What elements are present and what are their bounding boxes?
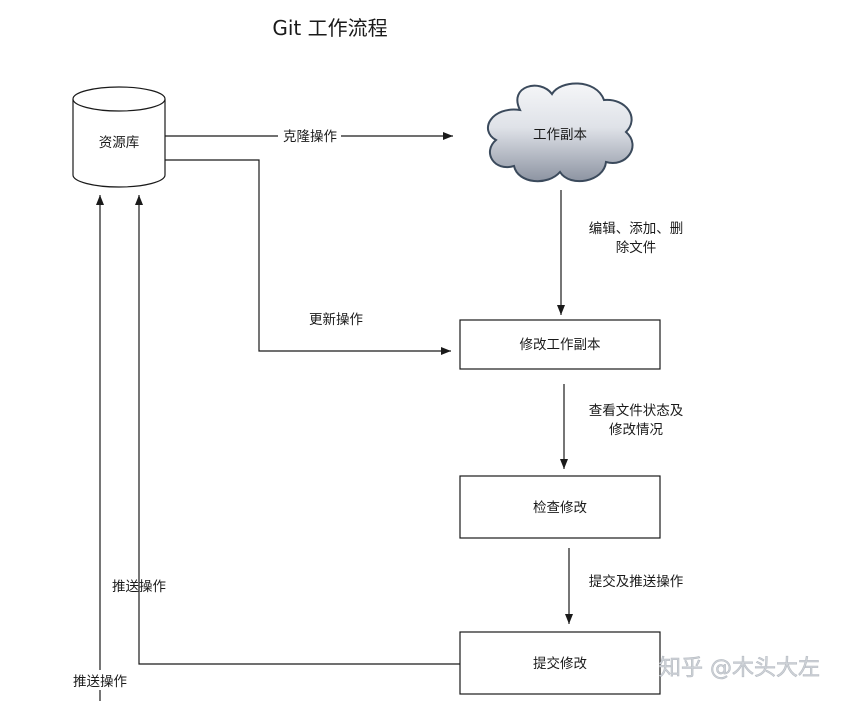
repository-node: 资源库 — [72, 86, 166, 188]
edit-edge-label-line1: 编辑、添加、删 — [589, 221, 684, 237]
update-edge: 更新操作 — [165, 159, 451, 355]
status-edge-label-line1: 查看文件状态及 — [589, 403, 684, 419]
working-copy-cloud-node: 工作副本 — [487, 82, 634, 183]
clone-edge: 克隆操作 — [165, 129, 453, 145]
edit-edge-label-line2: 除文件 — [616, 240, 657, 256]
status-edge: 查看文件状态及 修改情况 — [560, 384, 684, 469]
modify-working-copy-box — [459, 319, 661, 370]
commit-changes-label: 提交修改 — [533, 655, 587, 672]
clone-edge-label: 克隆操作 — [283, 129, 337, 145]
modify-working-copy-node: 修改工作副本 — [459, 319, 661, 370]
repository-cylinder-shape — [72, 99, 166, 188]
edit-edge: 编辑、添加、删 除文件 — [557, 190, 684, 315]
review-changes-box — [459, 475, 661, 539]
push-inner-edge-label: 推送操作 — [112, 579, 166, 595]
review-changes-node: 检查修改 — [459, 475, 661, 539]
modify-working-copy-label: 修改工作副本 — [520, 337, 601, 353]
repository-label: 资源库 — [99, 135, 140, 151]
update-edge-label: 更新操作 — [309, 312, 363, 328]
commit-push-edge: 提交及推送操作 — [565, 548, 684, 624]
update-arrow-line — [165, 159, 451, 355]
push-inner-arrow-line — [135, 195, 460, 665]
status-edge-label-line2: 修改情况 — [609, 422, 663, 438]
repository-cylinder-top — [72, 86, 166, 112]
watermark: 知乎 @木头大左 — [659, 656, 820, 681]
cloud-shape — [487, 82, 634, 183]
push-outer-edge: 推送操作 — [73, 195, 127, 701]
push-outer-edge-label: 推送操作 — [73, 674, 127, 690]
diagram-title: Git 工作流程 — [272, 16, 387, 40]
review-changes-label: 检查修改 — [533, 500, 587, 516]
working-copy-label: 工作副本 — [533, 127, 587, 143]
push-inner-edge: 推送操作 — [112, 195, 460, 665]
commit-changes-node: 提交修改 — [459, 631, 661, 695]
commit-push-edge-label: 提交及推送操作 — [589, 573, 684, 590]
commit-changes-box — [459, 631, 661, 695]
